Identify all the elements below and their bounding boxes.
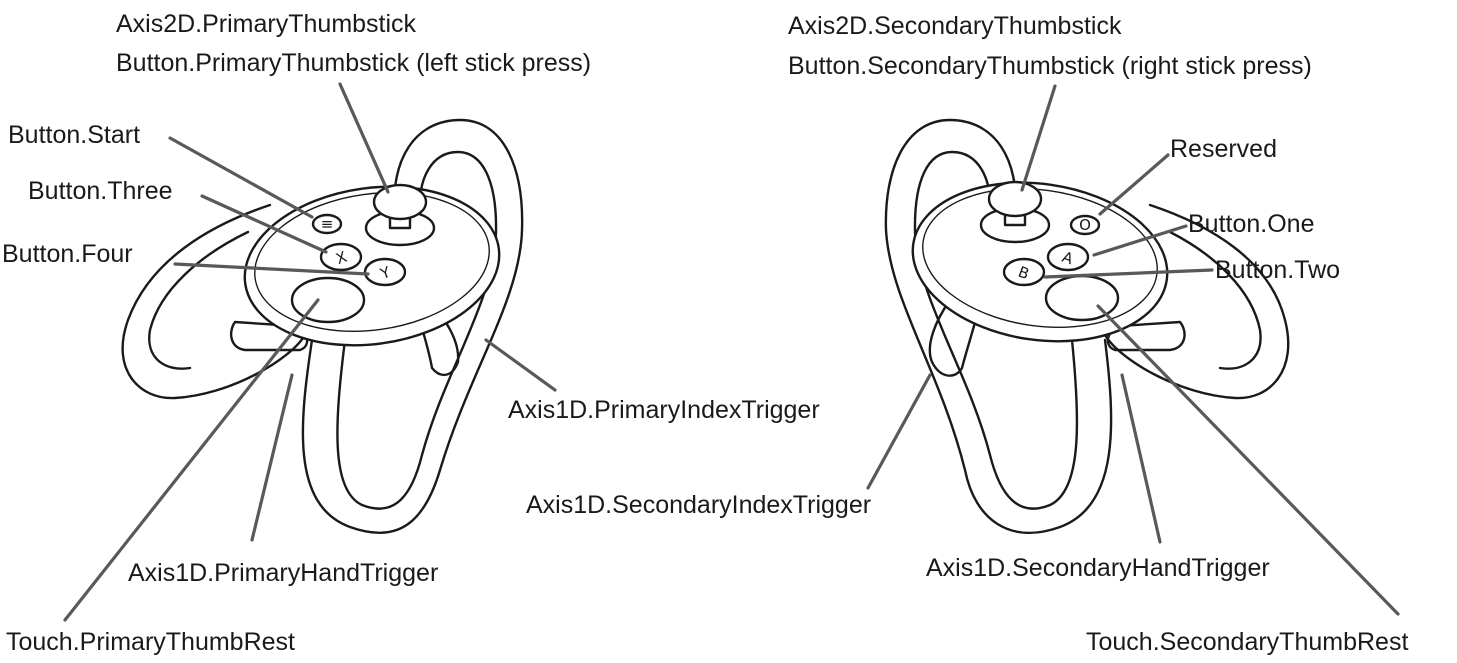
right-oculus-button: [1069, 214, 1101, 236]
leader-right-two: [1043, 268, 1214, 279]
right-tracking-ring-inner: [913, 150, 1079, 510]
label-primary-hand-trigger: Axis1D.PrimaryHandTrigger: [128, 559, 438, 587]
leader-right-index-trigger: [866, 373, 932, 490]
right-controller: O A B: [884, 118, 1290, 535]
left-start-button: [311, 213, 343, 235]
left-face-plate-rim: [254, 191, 490, 333]
right-thumbstick-cap: [987, 180, 1043, 218]
leader-left-index-trigger: [484, 338, 557, 392]
label-primary-thumbstick-press: Button.PrimaryThumbstick (left stick pre…: [116, 49, 591, 77]
leader-right-one: [1092, 224, 1188, 257]
left-thumb-rest: [290, 276, 366, 324]
left-tracking-ring-inner: [336, 150, 498, 510]
left-start-glyph: ≡: [321, 215, 334, 233]
leader-left-start: [168, 136, 314, 219]
labels: Axis2D.PrimaryThumbstick Button.PrimaryT…: [2, 10, 1408, 656]
right-index-trigger: [928, 298, 980, 377]
right-face-plate-rim: [922, 187, 1158, 329]
left-grip-inner: [148, 230, 250, 370]
left-grip: [121, 203, 307, 400]
left-tracking-ring: [301, 118, 524, 534]
label-button-four: Button.Four: [2, 240, 133, 268]
right-grip-inner: [1168, 230, 1262, 370]
leader-left-hand-trigger: [250, 373, 294, 542]
left-controller: ≡ X Y: [121, 118, 524, 534]
leader-right-hand-trigger: [1120, 373, 1162, 544]
label-button-start: Button.Start: [8, 121, 140, 149]
leader-right-reserved: [1098, 153, 1170, 216]
label-reserved: Reserved: [1170, 135, 1277, 163]
label-button-three: Button.Three: [28, 177, 173, 205]
label-primary-thumb-rest: Touch.PrimaryThumbRest: [6, 628, 295, 656]
label-secondary-index-trigger: Axis1D.SecondaryIndexTrigger: [526, 491, 871, 519]
leader-left-thumb-rest: [63, 298, 320, 622]
label-button-two: Button.Two: [1215, 256, 1340, 284]
right-oculus-glyph: O: [1079, 216, 1091, 234]
label-secondary-hand-trigger: Axis1D.SecondaryHandTrigger: [926, 554, 1270, 582]
leader-right-thumb-rest: [1096, 304, 1400, 616]
leader-left-thumbstick: [338, 82, 390, 194]
right-a-button: [1046, 242, 1090, 272]
left-y-button: [363, 257, 407, 287]
leader-right-thumbstick: [1020, 84, 1057, 192]
left-thumbstick-cap: [372, 183, 428, 221]
label-primary-thumbstick-axis: Axis2D.PrimaryThumbstick: [116, 10, 417, 38]
left-index-trigger: [416, 298, 460, 376]
right-tracking-ring: [884, 118, 1113, 535]
leader-left-three: [200, 194, 328, 254]
leader-left-four: [173, 262, 370, 276]
label-button-one: Button.One: [1188, 210, 1314, 238]
right-b-button: [1002, 257, 1046, 287]
left-x-button: [319, 242, 363, 272]
label-secondary-thumbstick-press: Button.SecondaryThumbstick (right stick …: [788, 52, 1312, 80]
leader-lines: [63, 82, 1400, 622]
label-primary-index-trigger: Axis1D.PrimaryIndexTrigger: [508, 396, 820, 424]
label-secondary-thumb-rest: Touch.SecondaryThumbRest: [1086, 628, 1408, 656]
right-grip: [1103, 203, 1290, 400]
label-secondary-thumbstick-axis: Axis2D.SecondaryThumbstick: [788, 12, 1122, 40]
